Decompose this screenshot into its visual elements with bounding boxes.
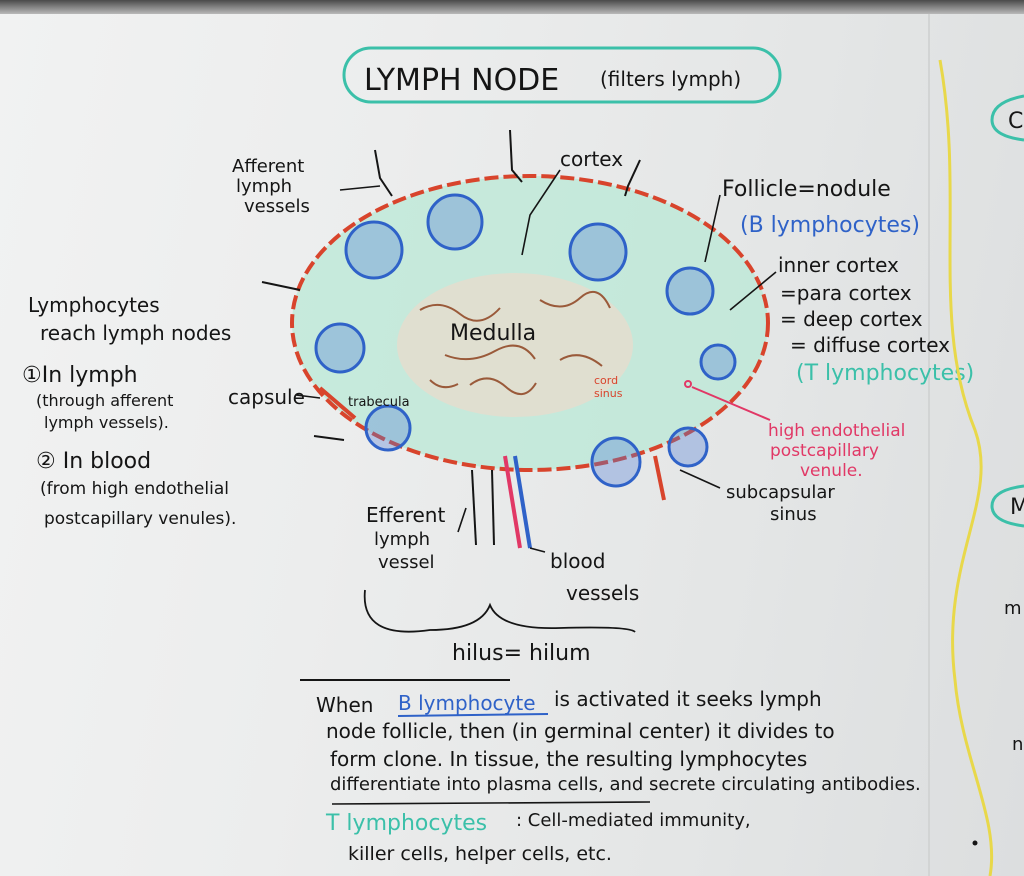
trabecula-stroke: [318, 386, 357, 420]
follicle-b-label: (B lymphocytes): [740, 213, 920, 238]
capsule-label: capsule: [228, 385, 305, 409]
subcapsular-label-2: sinus: [770, 504, 817, 525]
inner-cortex-1: inner cortex: [778, 253, 899, 277]
sinus-small-label: sinus: [594, 387, 623, 400]
afferent-label-3: vessels: [244, 196, 310, 217]
subcapsular-stroke: [653, 455, 666, 501]
right-bubble-top: [990, 94, 1024, 142]
efferent-vessel: [471, 469, 495, 546]
afferent-vessels: [261, 129, 641, 441]
bottom-line2: node follicle, then (in germinal center)…: [326, 719, 835, 743]
follicle-8: [590, 436, 642, 488]
hev-label-3: venule.: [800, 461, 863, 481]
t-lymphocytes-label: T lymphocytes: [325, 811, 487, 836]
left-intro-2: reach lymph nodes: [40, 321, 231, 345]
whiteboard-frame: [0, 0, 1024, 14]
hev-label-2: postcapillary: [770, 441, 879, 461]
capsule-outline: [290, 174, 770, 472]
left-item1-3: lymph vessels).: [44, 413, 169, 432]
cord-label: cord: [594, 374, 618, 387]
medullary-cords: [419, 290, 611, 395]
left-item1-1: ①In lymph: [22, 363, 138, 388]
left-item2-2: (from high endothelial: [40, 479, 229, 499]
title-main: LYMPH NODE: [364, 63, 559, 98]
ink-dot: [972, 840, 978, 846]
bottom-line5: : Cell-mediated immunity,: [516, 810, 751, 831]
leader-lines: [295, 169, 777, 553]
efferent-label-1: Efferent: [366, 503, 445, 527]
right-edge-c: C: [1008, 109, 1023, 134]
medulla-label: Medulla: [450, 321, 536, 346]
trabecula-label: trabecula: [348, 395, 410, 410]
afferent-label-2: lymph: [236, 176, 292, 197]
follicle-1: [344, 220, 404, 280]
hilus-label: hilus= hilum: [452, 641, 591, 666]
follicle-5: [314, 322, 366, 374]
hev-marker: [684, 380, 692, 388]
hev-label-1: high endothelial: [768, 421, 905, 441]
bottom-underline: [331, 801, 651, 805]
b-lymphocyte-underline: [397, 713, 549, 717]
yellow-divider-curve: [938, 59, 994, 876]
cortex-label: cortex: [560, 147, 623, 171]
blood-label-2: vessels: [566, 581, 639, 605]
follicle-9: [667, 426, 709, 468]
artery-stroke: [503, 455, 522, 549]
inner-cortex-4: = diffuse cortex: [790, 333, 950, 357]
title-paren: (filters lymph): [600, 67, 741, 91]
subcapsular-label-1: subcapsular: [726, 482, 835, 503]
inner-cortex-3: = deep cortex: [780, 307, 923, 331]
inner-cortex-2: =para cortex: [780, 281, 912, 305]
blood-label-1: blood: [550, 549, 605, 573]
bottom-line3: form clone. In tissue, the resulting lym…: [330, 747, 807, 771]
right-edge-n-small: n: [1012, 734, 1023, 755]
inner-t-label: (T lymphocytes): [796, 361, 974, 386]
follicle-2: [426, 193, 484, 251]
bottom-line4: differentiate into plasma cells, and sec…: [330, 774, 921, 795]
efferent-label-3: vessel: [378, 552, 435, 573]
left-item2-1: ② In blood: [36, 449, 151, 474]
left-item2-3: postcapillary venules).: [44, 509, 236, 529]
follicle-label: Follicle=nodule: [722, 177, 891, 202]
bottom-line1-a: When: [316, 693, 373, 717]
right-edge-m-small: m: [1004, 598, 1022, 619]
right-edge-m: M: [1010, 495, 1024, 520]
title-bubble: [342, 46, 782, 104]
follicle-4: [665, 266, 715, 316]
follicle-3: [568, 222, 628, 282]
bottom-line6: killer cells, helper cells, etc.: [348, 843, 612, 865]
follicles: [314, 193, 737, 488]
left-intro-1: Lymphocytes: [28, 293, 160, 317]
afferent-label-1: Afferent: [232, 156, 304, 177]
follicle-6: [699, 343, 737, 381]
efferent-label-2: lymph: [374, 529, 430, 550]
bottom-line1-c: is activated it seeks lymph: [554, 687, 822, 711]
vein-stroke: [513, 455, 532, 549]
follicle-7: [364, 404, 412, 452]
left-item1-2: (through afferent: [36, 391, 173, 410]
panel-seam: [928, 14, 930, 876]
bottom-line1-b: B lymphocyte: [398, 691, 536, 715]
right-bubble-bottom: [990, 484, 1024, 528]
hilus-brace: [363, 589, 636, 633]
hev-leader: [691, 386, 771, 421]
